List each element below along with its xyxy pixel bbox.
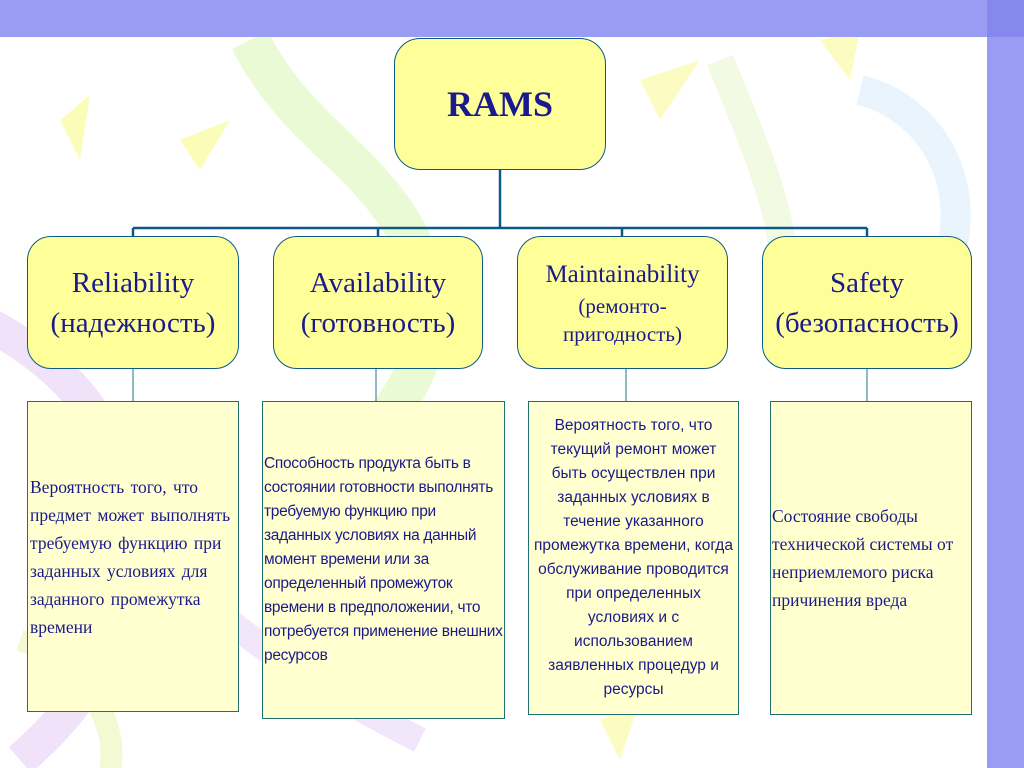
availability-description: Способность продукта быть в состоянии го… bbox=[262, 401, 505, 719]
maintainability-description-text: Вероятность того, что текущий ремонт мож… bbox=[534, 417, 733, 698]
reliability-subtitle: (надежность) bbox=[50, 306, 216, 339]
availability-subtitle: (готовность) bbox=[300, 306, 456, 339]
frame-corner bbox=[987, 0, 1024, 37]
rams-node: RAMS bbox=[394, 38, 606, 170]
availability-title: Availability bbox=[309, 266, 447, 299]
reliability-description: Вероятность того, что предмет может выпо… bbox=[27, 401, 239, 712]
reliability-description-text: Вероятность того, что предмет может выпо… bbox=[30, 476, 231, 637]
maintainability-node: Maintainability (ремонто-пригодность) bbox=[517, 236, 728, 369]
safety-description: Состояние свободы технической системы от… bbox=[770, 401, 972, 715]
safety-subtitle: (безопасность) bbox=[775, 306, 959, 339]
availability-description-text: Способность продукта быть в состоянии го… bbox=[264, 455, 503, 664]
maintainability-title: Maintainability bbox=[545, 260, 700, 288]
safety-title: Safety bbox=[829, 266, 905, 299]
reliability-title: Reliability bbox=[71, 266, 195, 299]
safety-description-text: Состояние свободы технической системы от… bbox=[772, 506, 954, 610]
availability-node: Availability (готовность) bbox=[273, 236, 483, 369]
top-frame-bar bbox=[0, 0, 1024, 37]
right-frame-bar bbox=[987, 0, 1024, 768]
maintainability-description: Вероятность того, что текущий ремонт мож… bbox=[528, 401, 739, 715]
rams-label: RAMS bbox=[447, 84, 553, 124]
safety-node: Safety (безопасность) bbox=[762, 236, 972, 369]
reliability-node: Reliability (надежность) bbox=[27, 236, 239, 369]
maintainability-subtitle: (ремонто-пригодность) bbox=[563, 293, 682, 346]
